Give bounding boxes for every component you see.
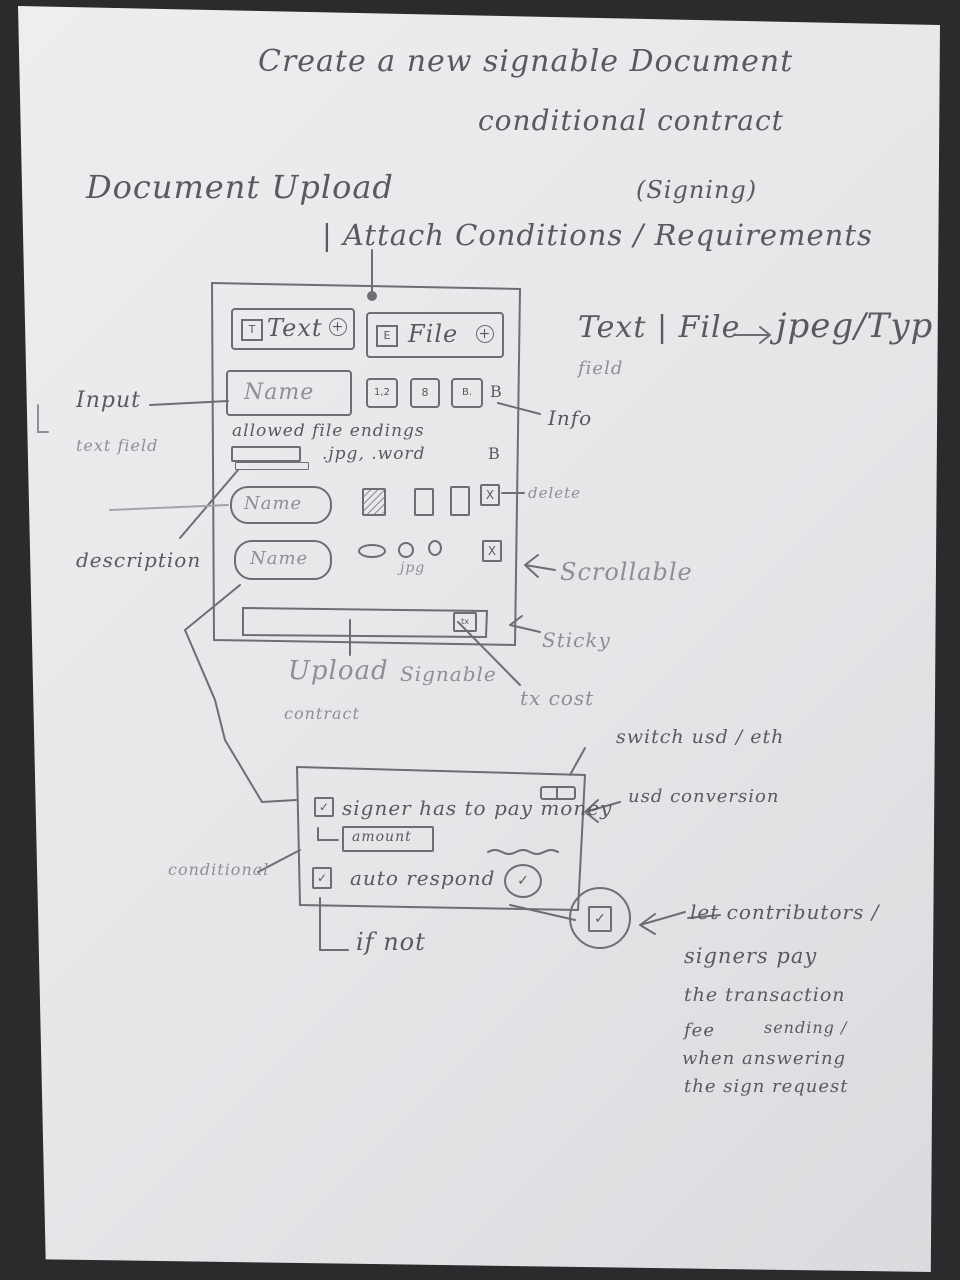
row3-name-text: Name [250,548,309,569]
contributors-pay-checkbox[interactable]: ✓ [588,906,612,932]
name-input[interactable]: Name [226,370,352,416]
row2-name-input[interactable]: Name [230,486,332,524]
row3-shape-3[interactable] [428,540,442,556]
row2-box-3[interactable] [450,486,470,516]
tx-cost-icon[interactable]: tx [453,612,477,632]
file-button-label: File [408,320,459,348]
row3-shape-1[interactable] [358,544,386,558]
info-icon[interactable]: B [490,382,503,401]
annotation-the-transaction: the transaction [684,984,846,1006]
sticky-footer-bar [242,606,489,639]
row2-selected-box[interactable] [362,488,386,516]
text-button[interactable]: T Text + [231,308,355,350]
annotation-text-file: Text | File [578,310,741,345]
name-input-text: Name [244,380,315,405]
annotation-usd-conversion: usd conversion [628,786,780,807]
auto-respond-toggle[interactable]: ✓ [504,864,542,898]
annotation-when-answering: when answering [682,1048,847,1069]
currency-toggle-divider [556,788,558,798]
amount-input[interactable]: amount [342,826,434,852]
annotation-jpeg-type: jpeg/Typ [776,306,934,346]
step-document-upload: Document Upload [86,168,394,206]
annotation-field: field [578,358,624,379]
annotation-signable: Signable [400,662,497,686]
paper-sheet [18,6,940,1272]
annotation-tx-cost: tx cost [520,686,595,710]
auto-respond-checkbox[interactable]: ✓ [312,867,332,889]
allowed-endings-list: .jpg, .word [322,444,426,464]
step-attach-conditions: | Attach Conditions / Requirements [322,218,873,252]
signer-pays-checkbox[interactable]: ✓ [314,797,334,817]
step-signing: (Signing) [636,176,758,204]
auto-respond-label: auto respond [350,866,496,890]
file-type-icon-3[interactable]: B. [451,378,483,408]
file-type-icon-1[interactable]: 1,2 [366,378,398,408]
add-text-icon[interactable]: + [329,318,347,336]
description-field[interactable] [231,446,301,462]
annotation-input: Input [76,388,141,413]
annotation-sticky: Sticky [542,628,611,652]
amount-input-text: amount [352,829,412,845]
signer-pays-label: signer has to pay money [342,796,613,820]
mockup-top-frame [210,281,522,647]
file-type-icon-2[interactable]: 8 [410,378,440,408]
row3-shape-2[interactable] [398,542,414,558]
annotation-scrollable: Scrollable [560,558,693,586]
text-button-label: Text [267,314,323,342]
mockup-bottom-frame [295,765,587,912]
row3-caption: jpg [400,560,426,576]
allowed-endings-label: allowed file endings [232,421,425,441]
annotation-contract: contract [284,704,360,723]
annotation-if-not: if not [356,928,426,956]
description-field-underline [235,462,309,470]
page-title: Create a new signable Document [258,44,794,79]
row3-name-input[interactable]: Name [234,540,332,580]
annotation-conditional: conditional [168,860,270,879]
delete-icon-2[interactable]: X [482,540,502,562]
row2-name-text: Name [244,493,303,514]
annotation-let-contributors: let contributors / [690,900,880,924]
annotation-sending: sending / [764,1018,848,1037]
annotation-upload: Upload [288,656,389,686]
text-icon: T [241,319,263,341]
row2-box-2[interactable] [414,488,434,516]
annotation-description: description [76,548,202,572]
annotation-delete: delete [528,484,582,502]
annotation-switch-usd-eth: switch usd / eth [616,726,785,748]
annotation-the-sign-request: the sign request [684,1076,849,1097]
annotation-text-field: text field [76,436,159,455]
delete-icon[interactable]: X [480,484,500,506]
currency-toggle[interactable] [540,786,576,800]
annotation-fee: fee [684,1020,715,1041]
page-subtitle: conditional contract [478,104,784,137]
annotation-info: Info [548,406,593,430]
file-button[interactable]: E File + [366,312,504,358]
annotation-signers-pay: signers pay [684,944,818,968]
add-file-icon[interactable]: + [476,325,494,343]
info-icon-2[interactable]: B [488,444,501,463]
file-icon: E [376,325,398,347]
